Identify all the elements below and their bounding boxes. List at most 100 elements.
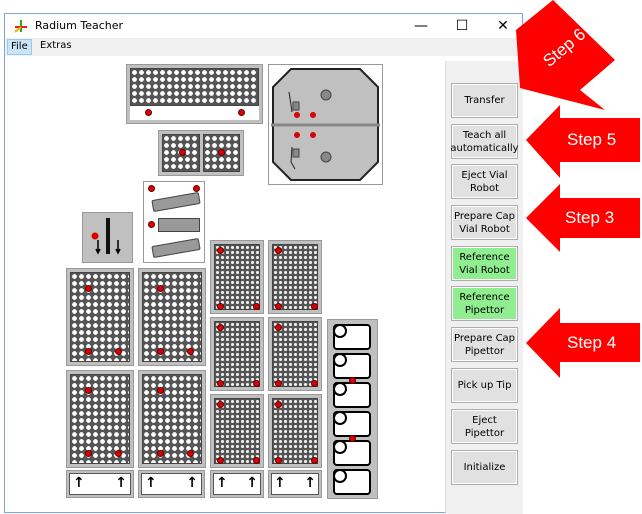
teach-point[interactable] <box>253 380 260 387</box>
window-title: Radium Teacher <box>35 19 124 32</box>
teach-point[interactable] <box>187 348 194 355</box>
reference-vial-robot-button[interactable]: Reference Vial Robot <box>451 246 518 281</box>
teach-point[interactable] <box>85 387 92 394</box>
teach-point[interactable] <box>157 387 164 394</box>
teach-point[interactable] <box>148 221 155 228</box>
teach-point[interactable] <box>253 303 260 310</box>
plate-holder[interactable] <box>268 317 322 391</box>
centrifuge[interactable] <box>268 64 383 185</box>
teach-point[interactable] <box>85 285 92 292</box>
plate-holder[interactable] <box>66 268 134 366</box>
arrow-up-icon: ↑ <box>216 475 228 491</box>
teach-all-button[interactable]: Teach all automatically <box>450 124 519 159</box>
teach-point[interactable] <box>311 380 318 387</box>
teach-point[interactable] <box>238 109 245 116</box>
plate <box>202 134 240 172</box>
menu-file[interactable]: File <box>7 39 32 55</box>
teach-point[interactable] <box>217 380 224 387</box>
plate <box>214 321 260 387</box>
small-plates-pair[interactable] <box>158 130 244 176</box>
cap-slot[interactable] <box>333 382 371 408</box>
teach-point[interactable] <box>157 348 164 355</box>
maximize-button[interactable]: ☐ <box>455 18 469 34</box>
cap-slot[interactable] <box>333 469 371 495</box>
teach-point[interactable] <box>275 401 282 408</box>
teach-point[interactable] <box>217 303 224 310</box>
teach-point[interactable] <box>275 324 282 331</box>
teach-point[interactable] <box>85 348 92 355</box>
station[interactable]: ↑↑ <box>66 470 134 498</box>
cap-rack[interactable] <box>327 319 378 499</box>
teach-point[interactable] <box>157 450 164 457</box>
plate-holder[interactable] <box>138 370 206 468</box>
teach-point[interactable] <box>275 247 282 254</box>
initialize-button[interactable]: Initialize <box>451 450 518 485</box>
teach-point[interactable] <box>275 457 282 464</box>
minimize-button[interactable]: — <box>414 18 428 34</box>
reference-pipettor-button[interactable]: Reference Pipettor <box>451 286 518 321</box>
teach-point[interactable] <box>217 457 224 464</box>
teach-point[interactable] <box>145 109 152 116</box>
prepare-cap-pipettor-button[interactable]: Prepare Cap Pipettor <box>451 327 518 362</box>
teach-point[interactable] <box>275 380 282 387</box>
arrow-up-icon: ↑ <box>274 475 286 491</box>
teach-point[interactable] <box>253 457 260 464</box>
teach-point[interactable] <box>157 285 164 292</box>
title-bar: Radium Teacher — ☐ ✕ <box>5 14 522 38</box>
step4-label: Step 4 <box>567 333 617 352</box>
teach-point[interactable] <box>217 149 225 156</box>
action-panel: Transfer Teach all automatically Eject V… <box>445 61 523 514</box>
pick-up-tip-button[interactable]: Pick up Tip <box>451 368 518 403</box>
plate-holder[interactable] <box>66 370 134 468</box>
teach-point[interactable] <box>187 450 194 457</box>
plate <box>70 374 130 464</box>
teach-point[interactable] <box>217 401 224 408</box>
plate <box>272 244 318 310</box>
teach-point[interactable] <box>275 303 282 310</box>
arrow-up-icon: ↑ <box>115 475 127 491</box>
teach-point[interactable] <box>179 149 186 156</box>
plate <box>272 321 318 387</box>
teach-point[interactable] <box>217 324 224 331</box>
station[interactable]: ↑↑ <box>268 470 322 498</box>
cap-slot[interactable] <box>333 324 371 350</box>
teach-point[interactable] <box>193 185 200 192</box>
plate <box>162 134 200 172</box>
plate-holder[interactable] <box>210 317 264 391</box>
step3-arrow <box>526 184 640 252</box>
teach-point[interactable] <box>217 247 224 254</box>
teach-point[interactable] <box>349 377 356 384</box>
arrow-up-icon: ↑ <box>145 475 157 491</box>
transfer-button[interactable]: Transfer <box>451 83 518 118</box>
teach-point[interactable] <box>349 435 356 442</box>
plate <box>142 272 202 362</box>
teach-point[interactable] <box>85 450 92 457</box>
teach-point[interactable] <box>148 185 155 192</box>
teach-point[interactable] <box>115 348 122 355</box>
step5-label: Step 5 <box>567 130 617 149</box>
eject-vial-robot-button[interactable]: Eject Vial Robot <box>451 164 518 199</box>
cap-slot[interactable] <box>333 440 371 466</box>
eject-pipettor-button[interactable]: Eject Pipettor <box>451 409 518 444</box>
plate-holder[interactable] <box>268 240 322 314</box>
arrow-up-icon: ↑ <box>73 475 85 491</box>
close-button[interactable]: ✕ <box>497 18 509 34</box>
teach-point[interactable] <box>311 303 318 310</box>
vial-rack[interactable] <box>143 181 205 263</box>
prepare-cap-vial-robot-button[interactable]: Prepare Cap Vial Robot <box>451 205 518 240</box>
pipette-icon <box>91 218 121 255</box>
plate-holder[interactable] <box>210 240 264 314</box>
plate-holder[interactable] <box>268 394 322 468</box>
plate <box>272 398 318 464</box>
tip-rack-top[interactable] <box>126 64 263 124</box>
teach-point[interactable] <box>311 457 318 464</box>
plate-holder[interactable] <box>210 394 264 468</box>
station[interactable]: ↑↑ <box>138 470 205 498</box>
menu-extras[interactable]: Extras <box>40 40 72 51</box>
pipette-tool[interactable] <box>82 212 133 263</box>
teach-point[interactable] <box>115 450 122 457</box>
cap-slot[interactable] <box>333 353 371 379</box>
station[interactable]: ↑↑ <box>210 470 264 498</box>
plate-holder[interactable] <box>138 268 206 366</box>
